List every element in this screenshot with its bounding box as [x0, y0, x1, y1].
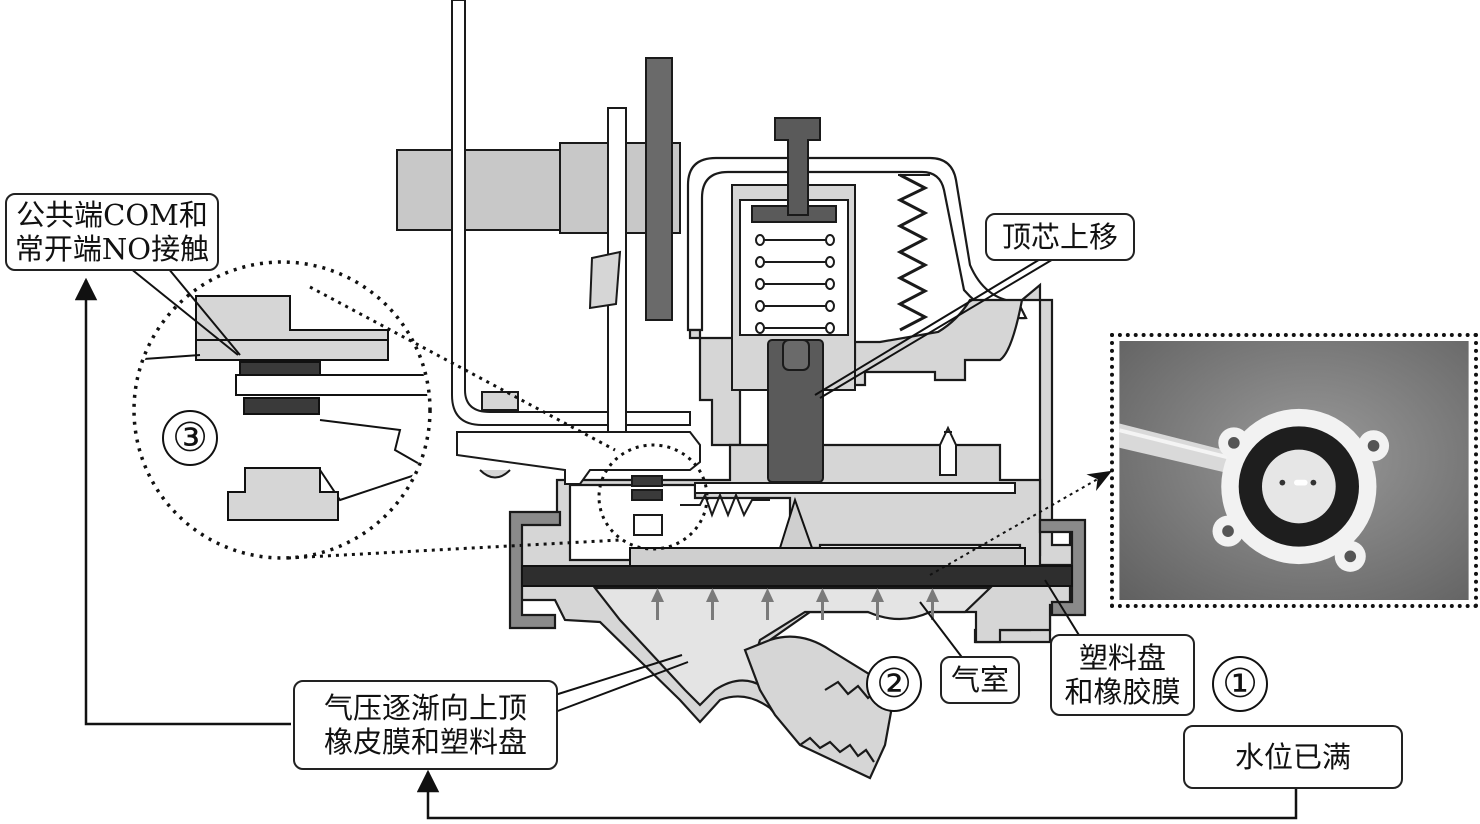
callout-air-pressure-line1: 气压逐渐向上顶 [323, 691, 527, 725]
step-number-2: ② [866, 656, 922, 712]
callout-air-chamber-text: 气室 [950, 663, 1009, 697]
arrow-head-icon [74, 277, 291, 726]
arrow-up-icon [761, 588, 774, 620]
callout-air-pressure-line2: 橡皮膜和塑料盘 [323, 725, 527, 759]
callout-core-up: 顶芯上移 [985, 213, 1135, 261]
callout-com-no-contact: 公共端COM和 常开端NO接触 [5, 193, 219, 271]
contact-highlight-circle [597, 443, 709, 551]
top-lever-assembly [396, 0, 691, 444]
contact-arm [456, 391, 1016, 536]
pressure-arrows [651, 588, 939, 620]
callout-core-up-text: 顶芯上移 [1001, 220, 1118, 254]
callout-water-full: 水位已满 [1183, 725, 1403, 789]
callout-com-no-line1: 公共端COM和 [16, 198, 208, 232]
arrow-up-icon [871, 588, 884, 620]
callout-com-no-line2: 常开端NO接触 [14, 232, 210, 266]
step-number-1: ① [1212, 656, 1268, 712]
spring-core-assembly [731, 117, 930, 483]
magnifier-detail [132, 260, 432, 560]
callout-air-pressure: 气压逐渐向上顶 橡皮膜和塑料盘 [293, 680, 558, 770]
arrow-up-icon [651, 588, 664, 620]
membrane-bar [521, 565, 1073, 587]
callout-disc-membrane-line2: 和橡胶膜 [1064, 675, 1181, 709]
step-number-3: ③ [162, 410, 218, 466]
callout-air-chamber: 气室 [940, 656, 1020, 704]
leader-lines [129, 257, 1083, 713]
callout-water-full-text: 水位已满 [1234, 740, 1351, 774]
arrow-up-icon [706, 588, 719, 620]
arrow-up-icon [816, 588, 829, 620]
product-photo-frame [1110, 333, 1478, 608]
callout-disc-membrane-line1: 塑料盘 [1078, 641, 1166, 675]
callout-disc-membrane: 塑料盘 和橡胶膜 [1050, 634, 1195, 716]
flow-arrows [74, 277, 1298, 820]
arrow-head-icon [416, 769, 1298, 820]
disc-plate [629, 547, 1026, 567]
product-photo [1118, 341, 1469, 600]
arrow-up-icon [926, 588, 939, 620]
